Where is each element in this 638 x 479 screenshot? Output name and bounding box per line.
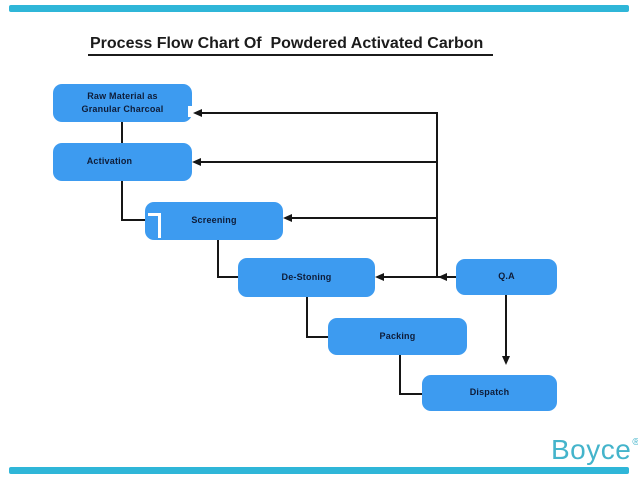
- edge-packing-dispatch-v: [399, 355, 401, 395]
- raw-material-edge-notch: [188, 106, 193, 117]
- edge-qa-trunk-vertical: [436, 112, 438, 278]
- node-activation: Activation: [53, 143, 192, 181]
- edge-qa-destoning: [382, 276, 456, 278]
- boyce-logo-text: Boyce: [551, 434, 632, 465]
- bottom-border-bar: [9, 467, 629, 474]
- edge-qa-dispatch: [505, 295, 507, 357]
- edge-feedback-screening: [290, 217, 437, 219]
- arrowhead-activation-icon: [192, 158, 201, 166]
- edge-packing-dispatch-h: [399, 393, 422, 395]
- node-raw-material: Raw Material as Granular Charcoal: [53, 84, 192, 122]
- page-title: Process Flow Chart Of Powdered Activated…: [88, 35, 494, 56]
- node-packing: Packing: [328, 318, 467, 355]
- edge-destoning-packing-h: [306, 336, 328, 338]
- top-border-bar: [9, 5, 629, 12]
- node-dispatch: Dispatch: [422, 375, 557, 411]
- node-de-stoning: De-Stoning: [238, 258, 375, 297]
- screening-white-bracket: [148, 213, 161, 238]
- edge-destoning-packing-v: [306, 297, 308, 338]
- node-qa: Q.A: [456, 259, 557, 295]
- edge-screening-destoning-v: [217, 240, 219, 278]
- edge-activation-screening-h: [121, 219, 145, 221]
- arrowhead-trunk-icon: [438, 273, 447, 281]
- node-screening: Screening: [145, 202, 283, 240]
- edge-rawmaterial-activation: [121, 122, 123, 143]
- edge-screening-destoning-h: [217, 276, 238, 278]
- arrowhead-destoning-icon: [375, 273, 384, 281]
- arrowhead-screening-icon: [283, 214, 292, 222]
- boyce-logo: Boyce®: [551, 434, 638, 466]
- registered-mark-icon: ®: [632, 436, 638, 448]
- arrowhead-dispatch-icon: [502, 356, 510, 365]
- edge-feedback-rawmaterial: [200, 112, 437, 114]
- arrowhead-rawmaterial-icon: [193, 109, 202, 117]
- edge-feedback-activation: [199, 161, 437, 163]
- edge-activation-screening-v: [121, 181, 123, 221]
